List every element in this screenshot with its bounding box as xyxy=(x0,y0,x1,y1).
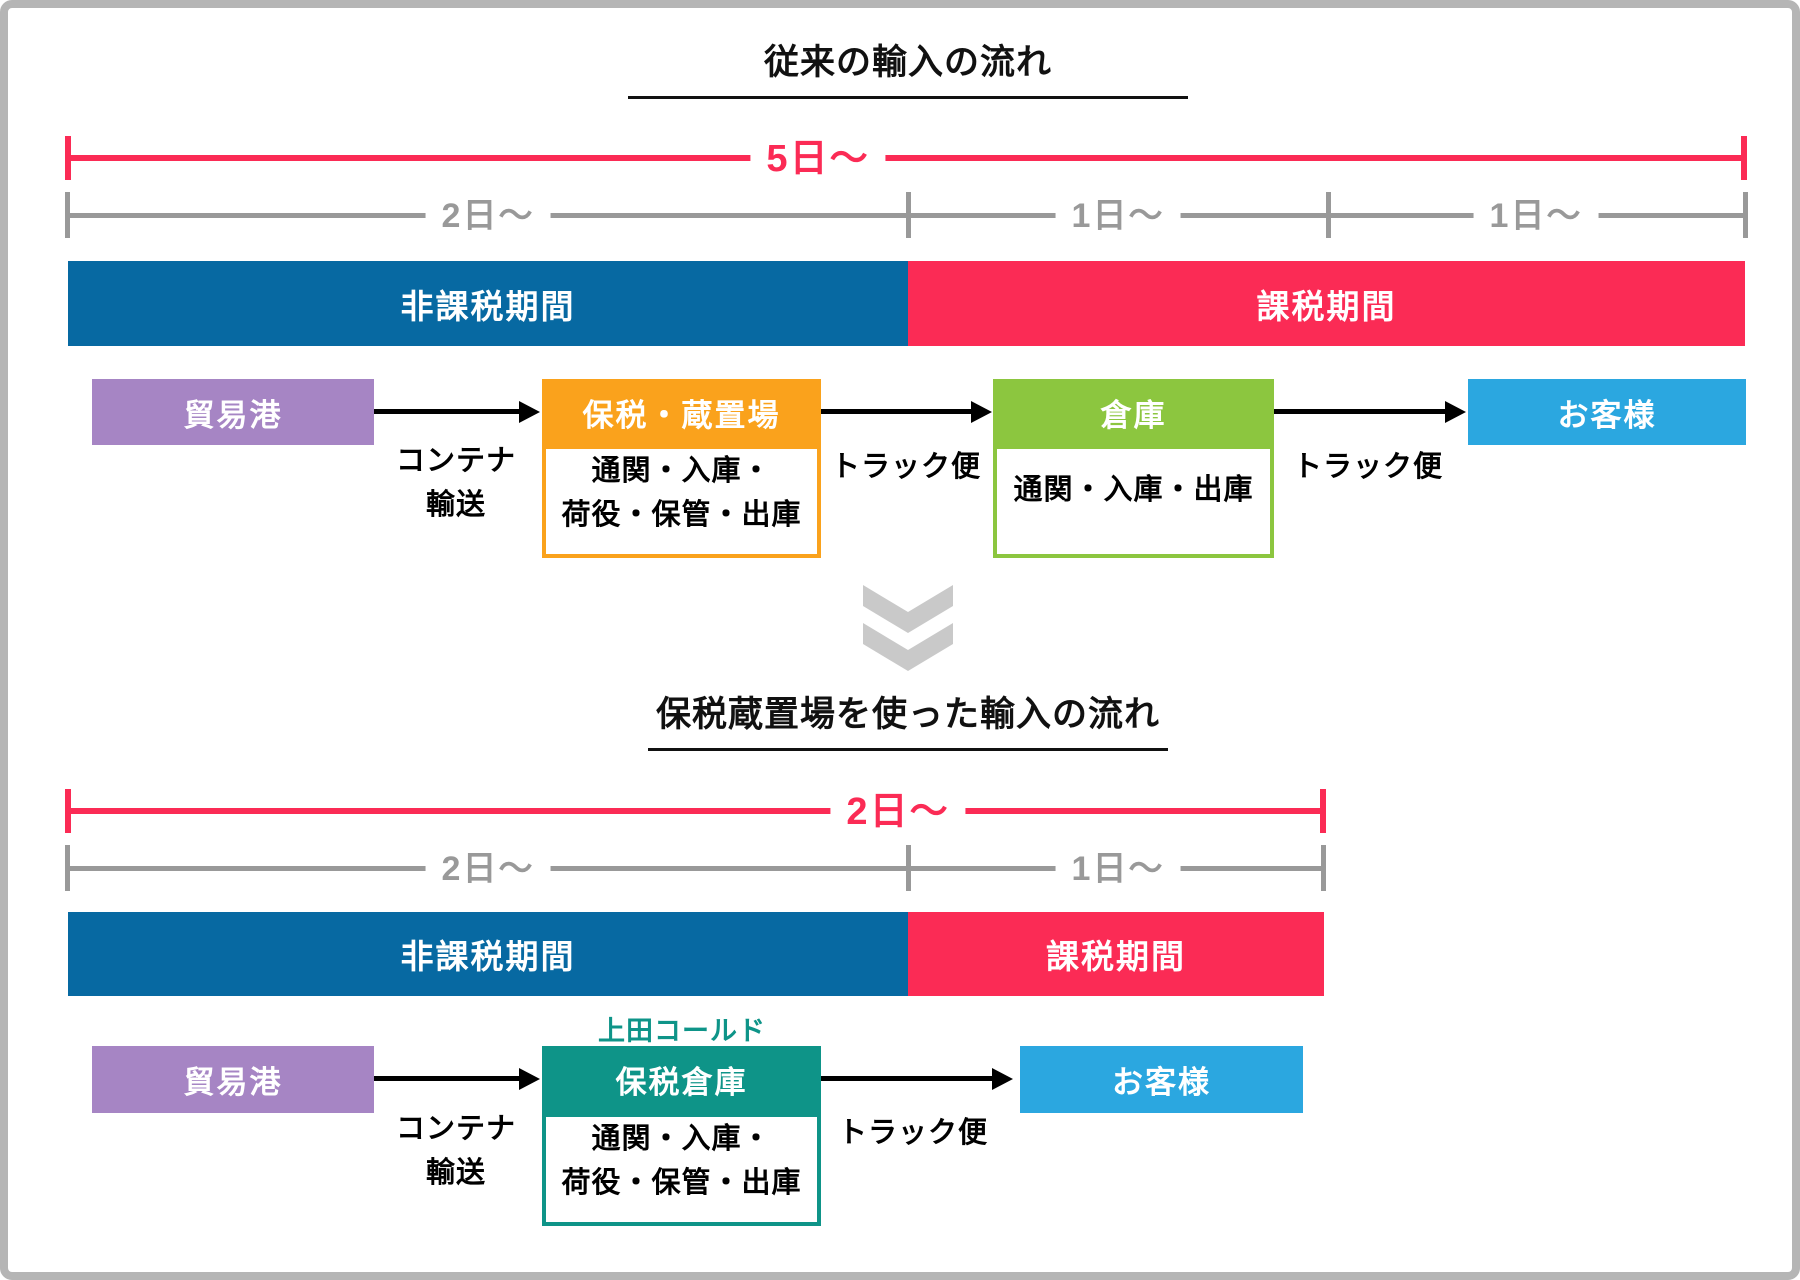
double-chevron-down-icon xyxy=(863,585,953,671)
total-duration-line xyxy=(68,155,1745,161)
bracket-cap-left xyxy=(65,789,71,833)
container-transport-label: コンテナ 輸送 xyxy=(395,445,517,521)
node-bonded-warehouse-detail: 通関・入庫・ 荷役・保管・出庫 xyxy=(542,1113,821,1226)
total-duration-label: 5日〜 xyxy=(750,140,886,178)
segment-cap-left xyxy=(65,192,70,238)
diagram2-title-underline xyxy=(648,748,1168,751)
flow-arrow-head xyxy=(992,1068,1013,1090)
node-warehouse: 倉庫 xyxy=(993,379,1274,445)
node-warehouse-detail: 通関・入庫・出庫 xyxy=(993,445,1274,558)
node-customer: お客様 xyxy=(1468,379,1746,445)
node-bonded-warehouse: 保税倉庫 xyxy=(542,1046,821,1113)
company-label: 上田コールド xyxy=(598,1016,766,1046)
flow-arrow-head xyxy=(1445,401,1466,423)
untaxed-period-bar: 非課税期間 xyxy=(68,912,908,996)
bracket-cap-right xyxy=(1741,136,1747,180)
truck-transport-label: トラック便 xyxy=(837,1117,989,1149)
segment-cap-left xyxy=(65,845,70,891)
segment-tick xyxy=(906,192,911,238)
segment-cap-right xyxy=(1743,192,1748,238)
taxed-period-bar: 課税期間 xyxy=(908,261,1745,346)
segment-label: 1日〜 xyxy=(1473,199,1599,233)
flow-arrow xyxy=(821,1076,993,1081)
segment-tick xyxy=(1326,192,1331,238)
total-duration-line xyxy=(68,808,1324,814)
node-customer: お客様 xyxy=(1020,1046,1303,1113)
segment-label: 2日〜 xyxy=(425,852,551,886)
truck-transport-label: トラック便 xyxy=(830,451,982,483)
segment-label: 2日〜 xyxy=(425,199,551,233)
flow-arrow xyxy=(374,409,520,414)
diagram2-title: 保税蔵置場を使った輸入の流れ xyxy=(655,695,1161,734)
node-bonded-storage: 保税・蔵置場 xyxy=(542,379,821,445)
segment-label: 1日〜 xyxy=(1055,852,1181,886)
flow-arrow xyxy=(1274,409,1446,414)
diagram1-title: 従来の輸入の流れ xyxy=(763,43,1053,82)
truck-transport-label: トラック便 xyxy=(1292,451,1444,483)
untaxed-period-bar: 非課税期間 xyxy=(68,261,908,346)
segment-tick xyxy=(906,845,911,891)
segment-label: 1日〜 xyxy=(1055,199,1181,233)
node-port: 貿易港 xyxy=(92,379,374,445)
flow-arrow-head xyxy=(971,401,992,423)
flow-arrow xyxy=(821,409,973,414)
bracket-cap-left xyxy=(65,136,71,180)
diagram1-title-underline xyxy=(628,96,1188,99)
node-port: 貿易港 xyxy=(92,1046,374,1113)
total-duration-label: 2日〜 xyxy=(830,793,966,831)
segment-line xyxy=(68,866,1324,871)
node-bonded-storage-detail: 通関・入庫・ 荷役・保管・出庫 xyxy=(542,445,821,558)
container-transport-label: コンテナ 輸送 xyxy=(395,1113,517,1189)
flow-arrow-head xyxy=(519,1068,540,1090)
flow-arrow xyxy=(374,1076,520,1081)
segment-cap-right xyxy=(1321,845,1326,891)
taxed-period-bar: 課税期間 xyxy=(908,912,1324,996)
flow-arrow-head xyxy=(519,401,540,423)
bracket-cap-right xyxy=(1320,789,1326,833)
